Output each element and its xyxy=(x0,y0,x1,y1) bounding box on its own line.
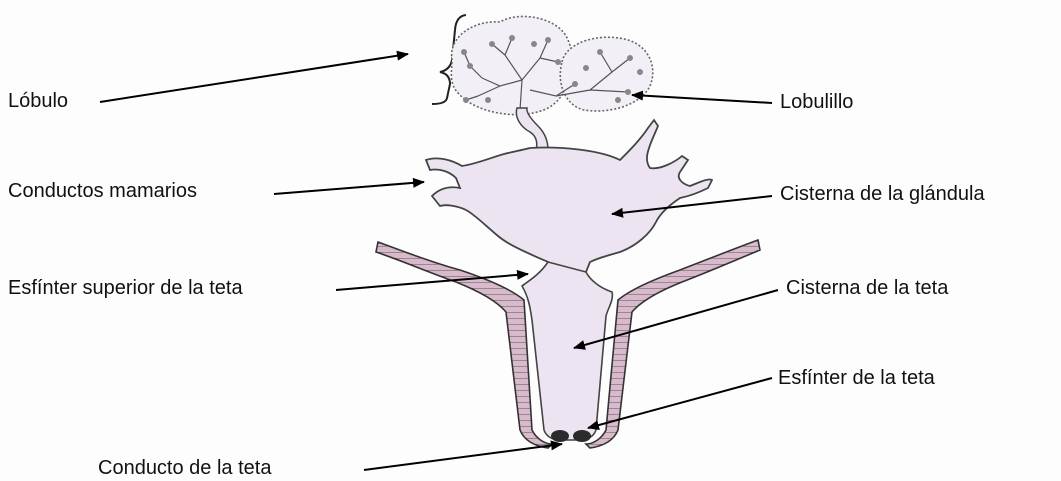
arrow-conducto-teta xyxy=(364,444,562,470)
label-conductos-mamarios: Conductos mamarios xyxy=(8,179,197,203)
lobule-duct xyxy=(516,108,548,150)
arrow-lobulillo xyxy=(632,95,772,103)
arrow-lobulo xyxy=(100,54,408,102)
label-lobulo: Lóbulo xyxy=(8,89,68,113)
pointer-lines xyxy=(100,54,778,470)
lobules xyxy=(451,16,652,114)
label-cisterna-teta: Cisterna de la teta xyxy=(786,276,948,300)
label-cisterna-glandula: Cisterna de la glándula xyxy=(780,182,985,206)
teat-cistern xyxy=(522,262,612,440)
teat-wall-right xyxy=(586,240,760,448)
label-conducto-teta: Conducto de la teta xyxy=(98,456,271,480)
gland-cistern xyxy=(426,120,712,272)
label-esfinter-superior: Esfínter superior de la teta xyxy=(8,276,243,300)
label-lobulillo: Lobulillo xyxy=(780,90,853,114)
teat-wall-left xyxy=(376,242,552,448)
arrow-conductos xyxy=(274,182,424,194)
label-esfinter-teta: Esfínter de la teta xyxy=(778,366,935,390)
